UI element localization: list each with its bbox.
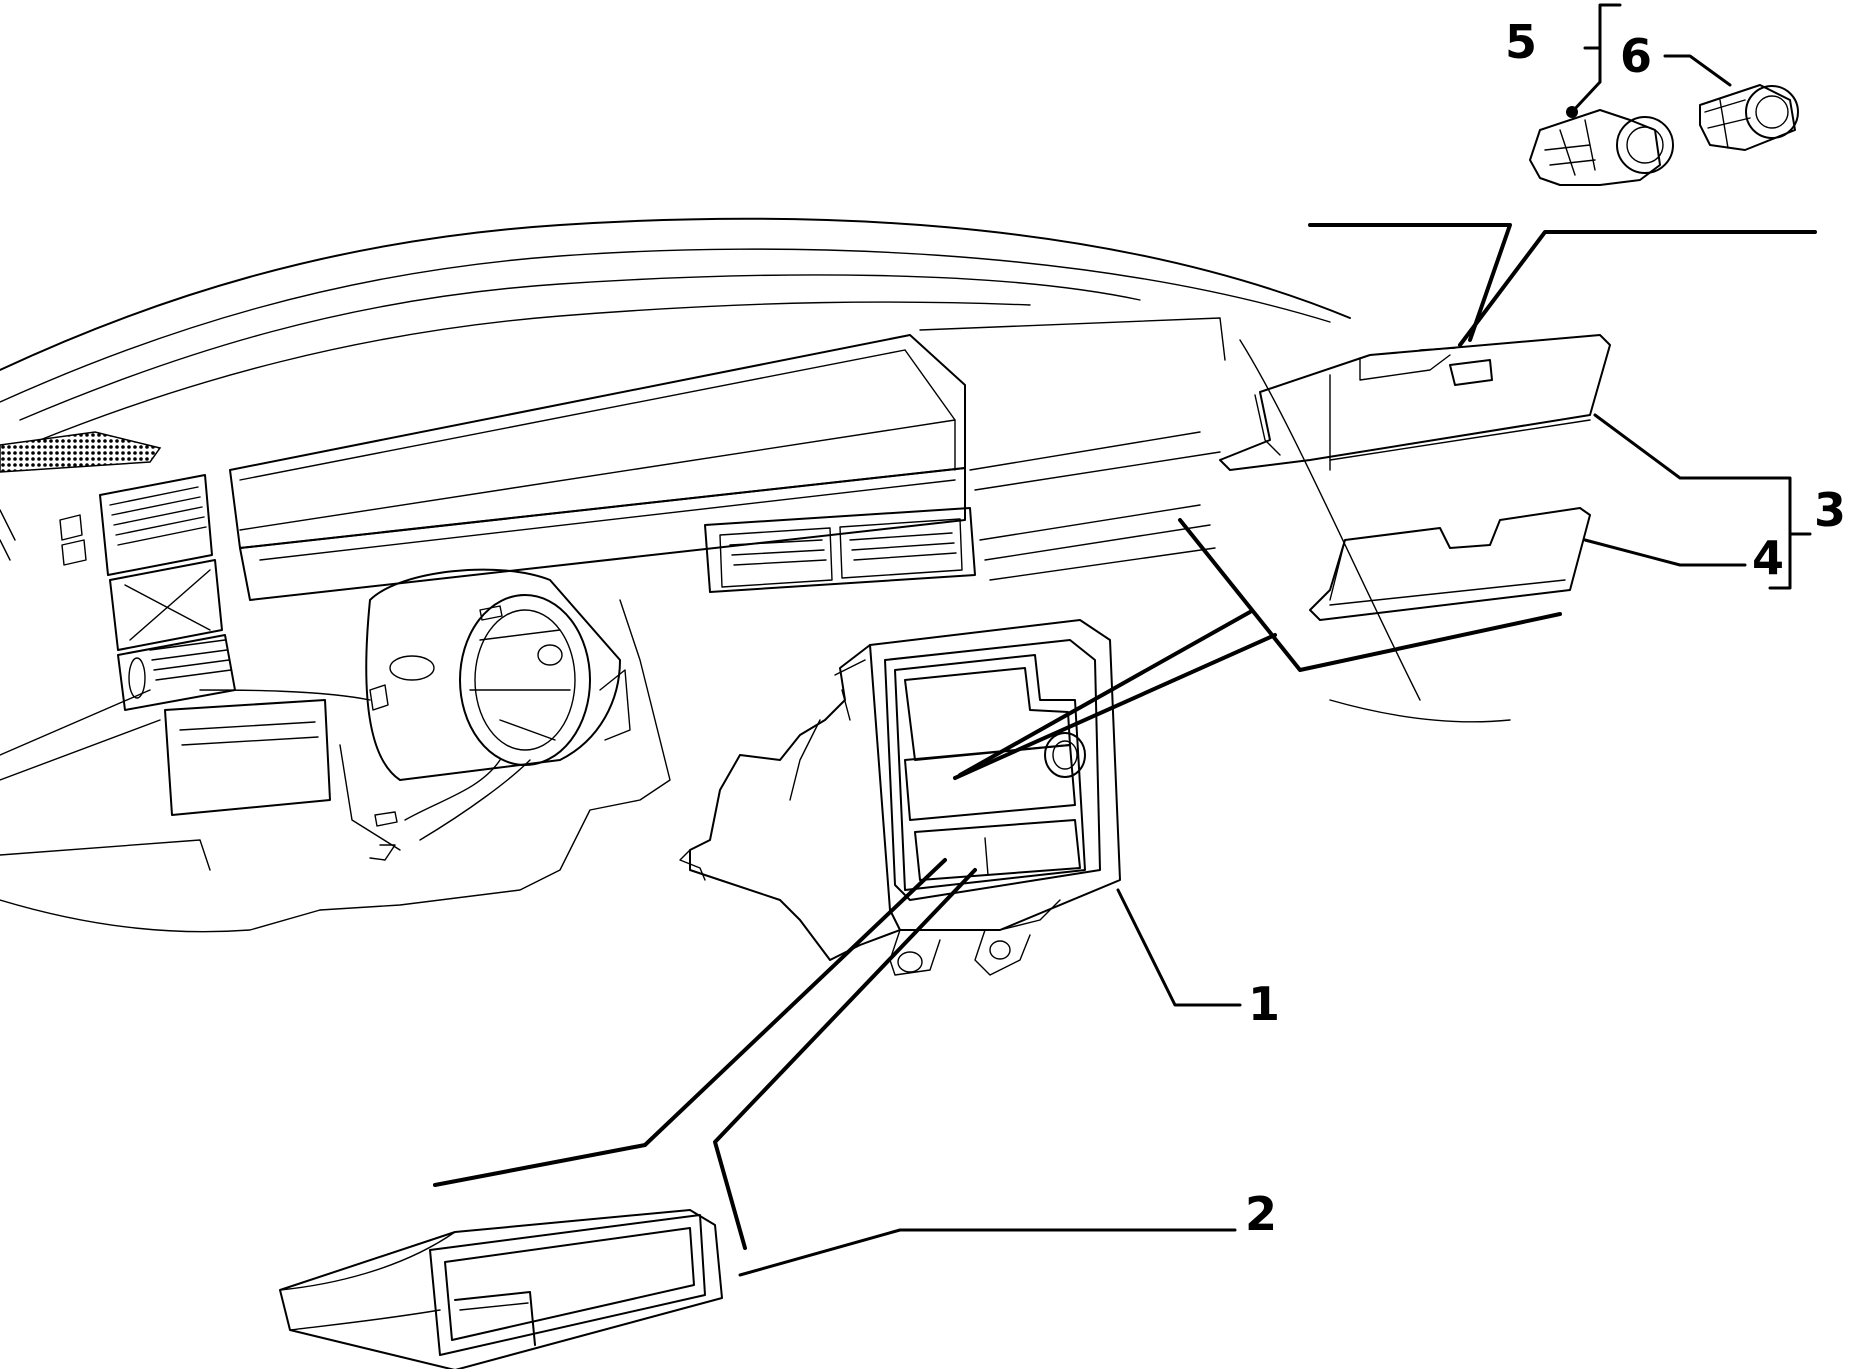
part-5-lighter-socket xyxy=(1529,106,1674,186)
part-2-storage-tray xyxy=(279,1209,723,1369)
part-4-glovebox-liner xyxy=(1309,507,1591,621)
part-1-center-console xyxy=(679,619,1121,976)
callout-3: 3 xyxy=(1814,483,1846,537)
callout-4: 4 xyxy=(1752,531,1784,585)
part-3-glovebox-lid xyxy=(1219,334,1611,471)
part-6-lighter-element xyxy=(1699,84,1799,151)
callout-labels: 1 2 3 4 5 6 xyxy=(1245,15,1846,1241)
callout-6: 6 xyxy=(1620,29,1652,83)
leader-lines xyxy=(433,3,1817,1277)
callout-2: 2 xyxy=(1245,1187,1277,1241)
callout-1: 1 xyxy=(1248,977,1280,1031)
speaker-grille xyxy=(0,431,162,473)
callout-5: 5 xyxy=(1505,15,1537,69)
dashboard-drawing xyxy=(0,217,1511,933)
